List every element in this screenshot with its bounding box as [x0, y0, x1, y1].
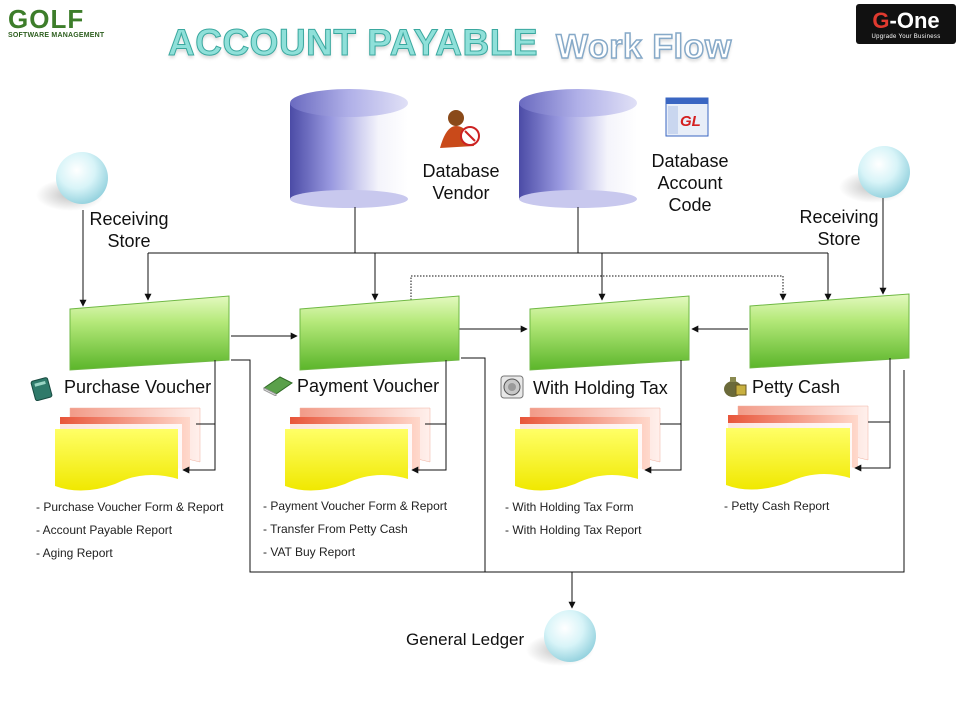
petty-cash-reports: - Petty Cash Report	[724, 495, 829, 518]
report-item: - With Holding Tax Report	[505, 523, 642, 537]
vendor-person-icon	[440, 110, 480, 148]
general-ledger-label: General Ledger	[406, 630, 525, 649]
with-holding-tax-title: With Holding Tax	[533, 378, 668, 398]
report-item: - Petty Cash Report	[724, 499, 830, 513]
money-bag-icon	[722, 374, 748, 398]
petty-cash-box	[749, 293, 910, 369]
database-vendor-line1: Database	[422, 161, 500, 181]
with-holding-tax-box	[529, 295, 690, 371]
database-account-line3: Code	[668, 195, 712, 215]
database-account-line1: Database	[651, 151, 729, 171]
page-subtitle: Work Flow	[555, 27, 732, 67]
database-vendor-label: Database Vendor	[416, 160, 506, 204]
payment-voucher-box	[299, 295, 460, 371]
report-item: - Aging Report	[36, 546, 113, 560]
green-book-icon	[262, 374, 294, 397]
receiving-store-left-label: Receiving Store	[84, 208, 174, 252]
database-vendor-cylinder	[290, 89, 408, 208]
report-item: - Transfer From Petty Cash	[263, 522, 408, 536]
database-account-line2: Account	[657, 173, 723, 193]
receiving-store-left-sphere	[36, 152, 108, 211]
database-account-cylinder	[519, 89, 637, 208]
receiving-store-right-label: Receiving Store	[794, 206, 884, 250]
purchase-voucher-title: Purchase Voucher	[64, 377, 212, 397]
receiving-store-right-sphere	[839, 146, 910, 203]
payment-voucher-title: Payment Voucher	[297, 376, 440, 396]
purchase-voucher-docs	[52, 360, 216, 492]
payment-voucher-docs	[282, 360, 447, 492]
with-holding-tax-reports: - With Holding Tax Form - With Holding T…	[505, 496, 642, 542]
petty-cash-docs	[722, 358, 891, 491]
payment-voucher-reports: - Payment Voucher Form & Report - Transf…	[263, 495, 447, 564]
purchase-voucher-reports: - Purchase Voucher Form & Report - Accou…	[36, 496, 223, 565]
receiving-left-line2: Store	[107, 231, 151, 251]
database-vendor-line2: Vendor	[432, 183, 490, 203]
report-item: - Payment Voucher Form & Report	[263, 499, 448, 513]
gl-icon-text: GL	[680, 113, 701, 130]
report-item: - Account Payable Report	[36, 523, 173, 537]
report-item: - Purchase Voucher Form & Report	[36, 500, 224, 514]
receiving-left-line1: Receiving	[89, 209, 169, 229]
petty-cash-title: Petty Cash	[752, 377, 841, 397]
receiving-right-line2: Store	[817, 229, 861, 249]
page-title: ACCOUNT PAYABLE	[167, 22, 539, 64]
database-account-label: Database Account Code	[640, 150, 740, 216]
purchase-voucher-box	[69, 295, 230, 371]
report-item: - VAT Buy Report	[263, 545, 356, 559]
with-holding-tax-docs	[512, 360, 682, 492]
book-icon	[30, 376, 53, 402]
receiving-right-line1: Receiving	[799, 207, 879, 227]
golf-logo-sub: SOFTWARE MANAGEMENT	[8, 32, 105, 39]
coin-icon	[500, 375, 524, 399]
golf-logo: GOLF SOFTWARE MANAGEMENT	[8, 6, 108, 44]
g-one-logo: G-One Upgrade Your Business	[856, 4, 956, 44]
golf-logo-word: GOLF	[8, 4, 85, 34]
general-ledger-sphere	[526, 610, 596, 666]
g-one-logo-word: G-One	[872, 8, 940, 33]
g-one-logo-sub: Upgrade Your Business	[871, 34, 941, 40]
connector-lines	[79, 198, 905, 609]
gl-window-icon	[665, 97, 709, 137]
report-item: - With Holding Tax Form	[505, 500, 634, 514]
